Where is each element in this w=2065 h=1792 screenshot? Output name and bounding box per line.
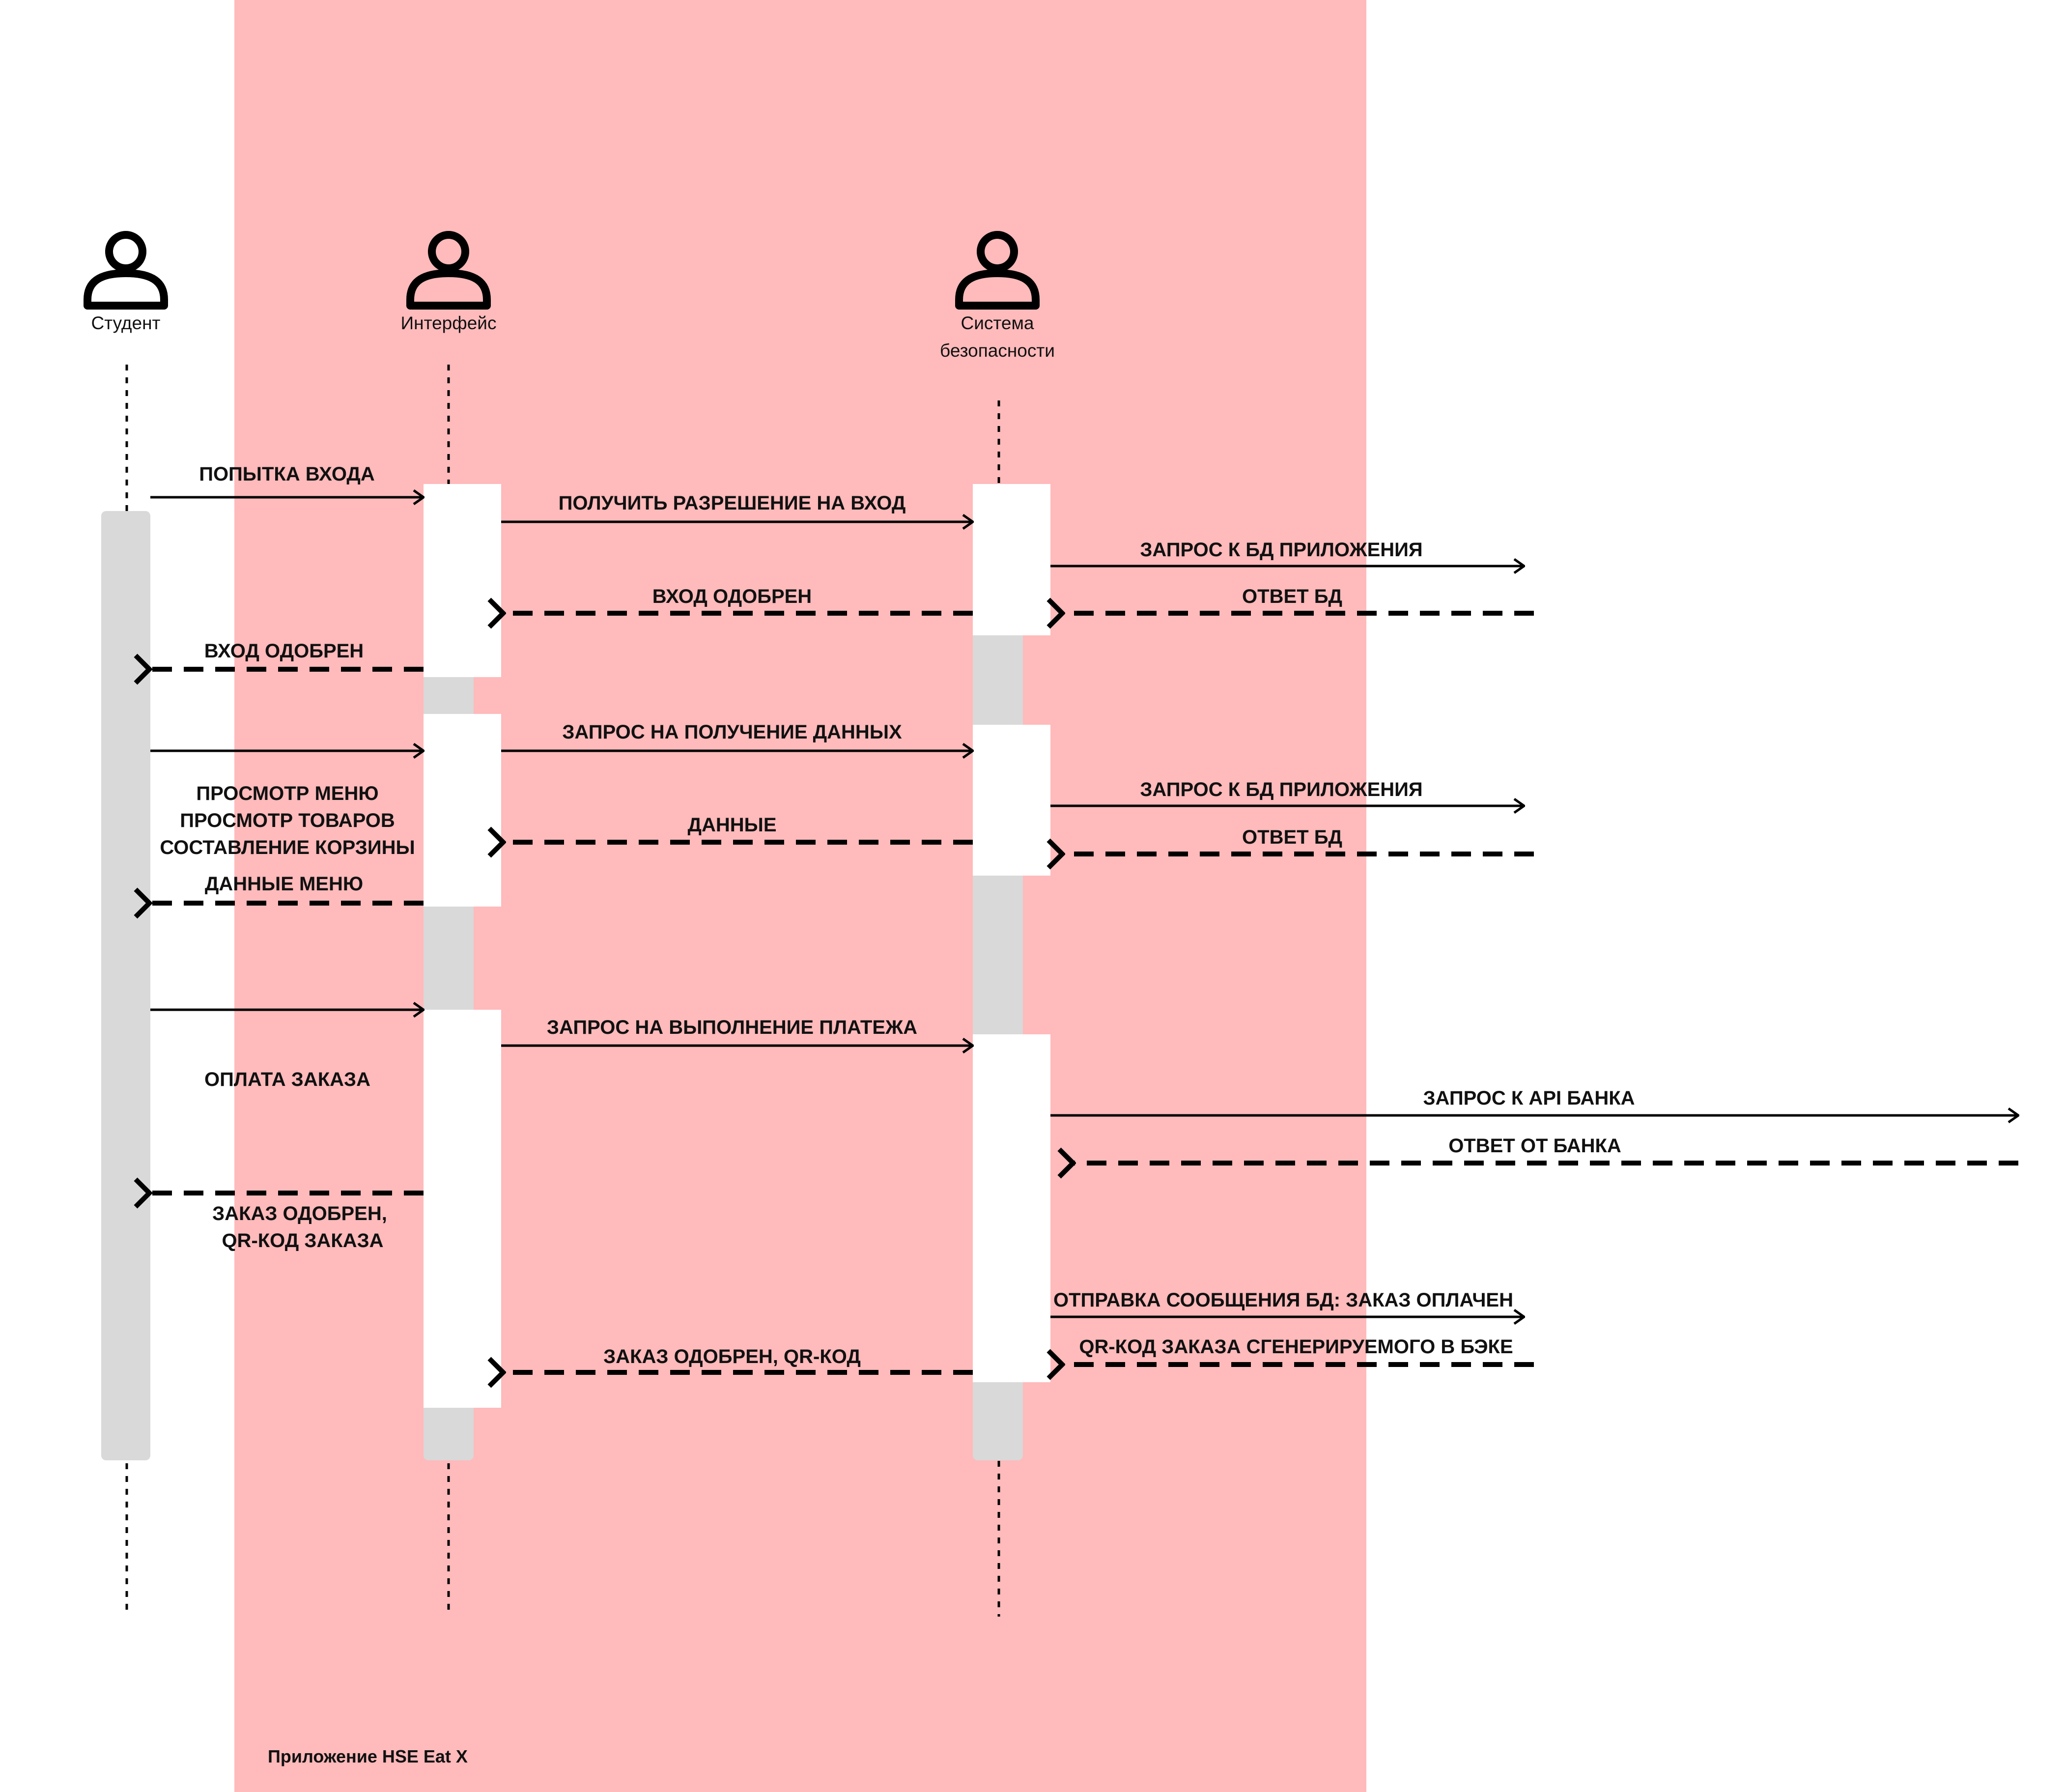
label-qr-backend: QR-КОД ЗАКАЗА СГЕНЕРИРУЕМОГО В БЭКЕ [1079, 1336, 1513, 1358]
actor-label-security-line1: Система [961, 313, 1034, 333]
note-browse-line1: ПРОСМОТР МЕНЮ [196, 783, 378, 804]
label-login-attempt: ПОПЫТКА ВХОДА [199, 463, 375, 485]
actor-label-security-line2: безопасности [940, 341, 1055, 361]
label-db-answer-1: ОТВЕТ БД [1242, 586, 1342, 607]
label-db-paid-message: ОТПРАВКА СООБЩЕНИЯ БД: ЗАКАЗ ОПЛАЧЕН [1053, 1289, 1513, 1311]
actor-security: Система безопасности [940, 235, 1055, 361]
region-caption: Приложение HSE Eat X [268, 1746, 468, 1766]
label-db-answer-2: ОТВЕТ БД [1242, 826, 1342, 848]
label-login-approved-ui: ВХОД ОДОБРЕН [204, 640, 364, 662]
actor-label-interface: Интерфейс [401, 313, 497, 333]
label-order-approved-qr: ЗАКАЗ ОДОБРЕН, QR-КОД [603, 1346, 861, 1367]
label-menu-data: ДАННЫЕ МЕНЮ [205, 873, 363, 895]
label-bank-answer: ОТВЕТ ОТ БАНКА [1448, 1135, 1621, 1157]
note-browse-line3: СОСТАВЛЕНИЕ КОРЗИНЫ [160, 837, 415, 858]
user-icon [87, 235, 164, 306]
label-order-approved-line1: ЗАКАЗ ОДОБРЕН, [212, 1203, 387, 1224]
activation-security-login [973, 484, 1050, 635]
activation-interface-payment [424, 1010, 501, 1408]
note-pay-order: ОПЛАТА ЗАКАЗА [204, 1069, 370, 1090]
actor-label-student: Студент [91, 313, 161, 333]
activation-student [101, 511, 150, 1460]
note-browse-line2: ПРОСМОТР ТОВАРОВ [180, 810, 395, 831]
actor-interface: Интерфейс [401, 235, 497, 333]
label-data: ДАННЫЕ [688, 814, 777, 836]
label-payment-request: ЗАПРОС НА ВЫПОЛНЕНИЕ ПЛАТЕЖА [547, 1017, 917, 1038]
label-bank-api-request: ЗАПРОС К API БАНКА [1423, 1087, 1635, 1109]
label-order-approved-line2: QR-КОД ЗАКАЗА [222, 1230, 383, 1252]
actor-student: Студент [87, 235, 164, 333]
label-login-approved-sec: ВХОД ОДОБРЕН [652, 586, 812, 607]
activation-security-payment [973, 1034, 1050, 1382]
activation-security-data [973, 725, 1050, 876]
activation-interface-login [424, 484, 501, 677]
activation-interface-data [424, 714, 501, 907]
label-db-request-1: ЗАПРОС К БД ПРИЛОЖЕНИЯ [1140, 539, 1422, 561]
label-get-permission: ПОЛУЧИТЬ РАЗРЕШЕНИЕ НА ВХОД [559, 492, 906, 514]
label-data-request: ЗАПРОС НА ПОЛУЧЕНИЕ ДАННЫХ [562, 721, 902, 743]
app-region [234, 0, 1366, 1792]
label-db-request-2: ЗАПРОС К БД ПРИЛОЖЕНИЯ [1140, 779, 1422, 800]
